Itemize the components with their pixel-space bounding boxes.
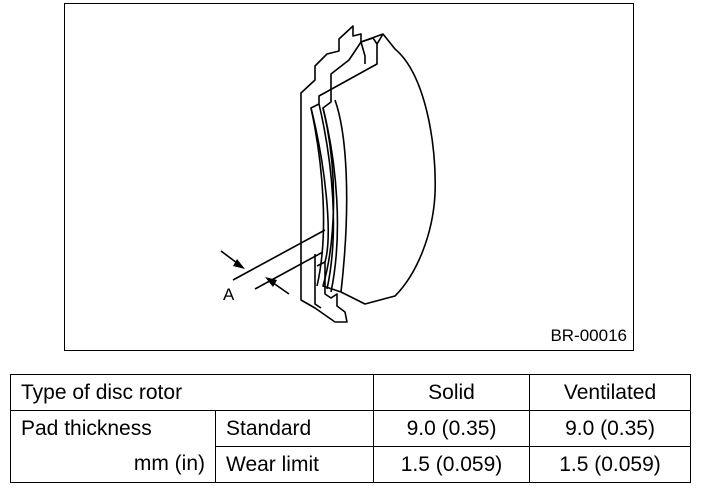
wear-limit-ventilated-value: 1.5 (0.059) bbox=[529, 446, 692, 483]
figure-code: BR-00016 bbox=[550, 326, 627, 345]
callout-a-label: A bbox=[223, 285, 235, 304]
standard-ventilated-value: 9.0 (0.35) bbox=[529, 410, 692, 447]
table-header-row: Type of disc rotor Solid Ventilated bbox=[9, 374, 692, 411]
leader-upper bbox=[232, 229, 326, 281]
header-type-of-disc-rotor: Type of disc rotor bbox=[9, 374, 375, 411]
unit-label: mm (in) bbox=[10, 446, 216, 483]
row-label-wear-limit: Wear limit bbox=[214, 446, 375, 483]
row-label-standard: Standard bbox=[214, 410, 375, 447]
header-solid: Solid bbox=[373, 374, 531, 411]
pad-curve bbox=[334, 99, 348, 293]
notch-line-2 bbox=[376, 33, 384, 45]
standard-solid-value: 9.0 (0.35) bbox=[373, 410, 531, 447]
notch-line bbox=[360, 41, 366, 64]
pad-friction-face bbox=[322, 33, 437, 305]
pad-thickness-label: Pad thickness bbox=[10, 410, 216, 447]
leader-lower bbox=[254, 251, 324, 290]
wear-limit-solid-value: 1.5 (0.059) bbox=[373, 446, 531, 483]
header-ventilated: Ventilated bbox=[529, 374, 692, 411]
table-row: Pad thickness Standard 9.0 (0.35) 9.0 (0… bbox=[10, 410, 692, 447]
pad-edge bbox=[318, 103, 335, 290]
pad-edge-face bbox=[322, 107, 339, 293]
brake-pad-figure: A BR-00016 bbox=[64, 3, 634, 351]
brake-pad-drawing bbox=[220, 25, 437, 323]
table-row: mm (in) Wear limit 1.5 (0.059) 1.5 (0.05… bbox=[10, 446, 692, 483]
pad-edge-inner bbox=[310, 107, 325, 287]
plate-step bbox=[314, 254, 322, 309]
backing-plate-outline bbox=[300, 25, 378, 323]
pad-thickness-table: Type of disc rotor Solid Ventilated Pad … bbox=[9, 374, 692, 483]
arrow-lower-head bbox=[265, 277, 277, 287]
arrow-upper-head bbox=[233, 259, 245, 269]
plate-step-2 bbox=[316, 261, 326, 267]
